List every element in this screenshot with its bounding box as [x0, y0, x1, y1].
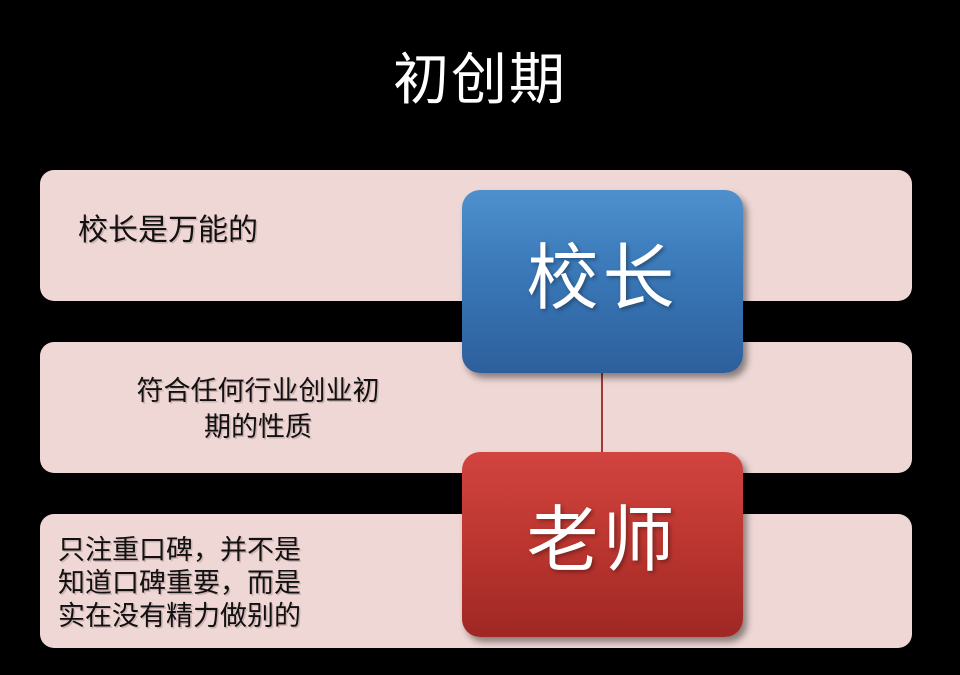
node-teacher[interactable]: 老师 — [462, 452, 743, 637]
callout-panel-3-text: 只注重口碑，并不是 知道口碑重要，而是 实在没有精力做别的 — [58, 535, 301, 632]
callout-panel-2: 符合任何行业创业初 期的性质 — [40, 342, 912, 473]
node-teacher-label: 老师 — [526, 498, 679, 582]
node-principal-label: 校长 — [526, 236, 679, 320]
node-principal[interactable]: 校长 — [462, 190, 743, 373]
connector-line — [601, 368, 603, 456]
callout-panel-1-text: 校长是万能的 — [78, 213, 258, 248]
callout-panel-2-text: 符合任何行业创业初 期的性质 — [136, 376, 380, 443]
page-title: 初创期 — [393, 48, 567, 113]
